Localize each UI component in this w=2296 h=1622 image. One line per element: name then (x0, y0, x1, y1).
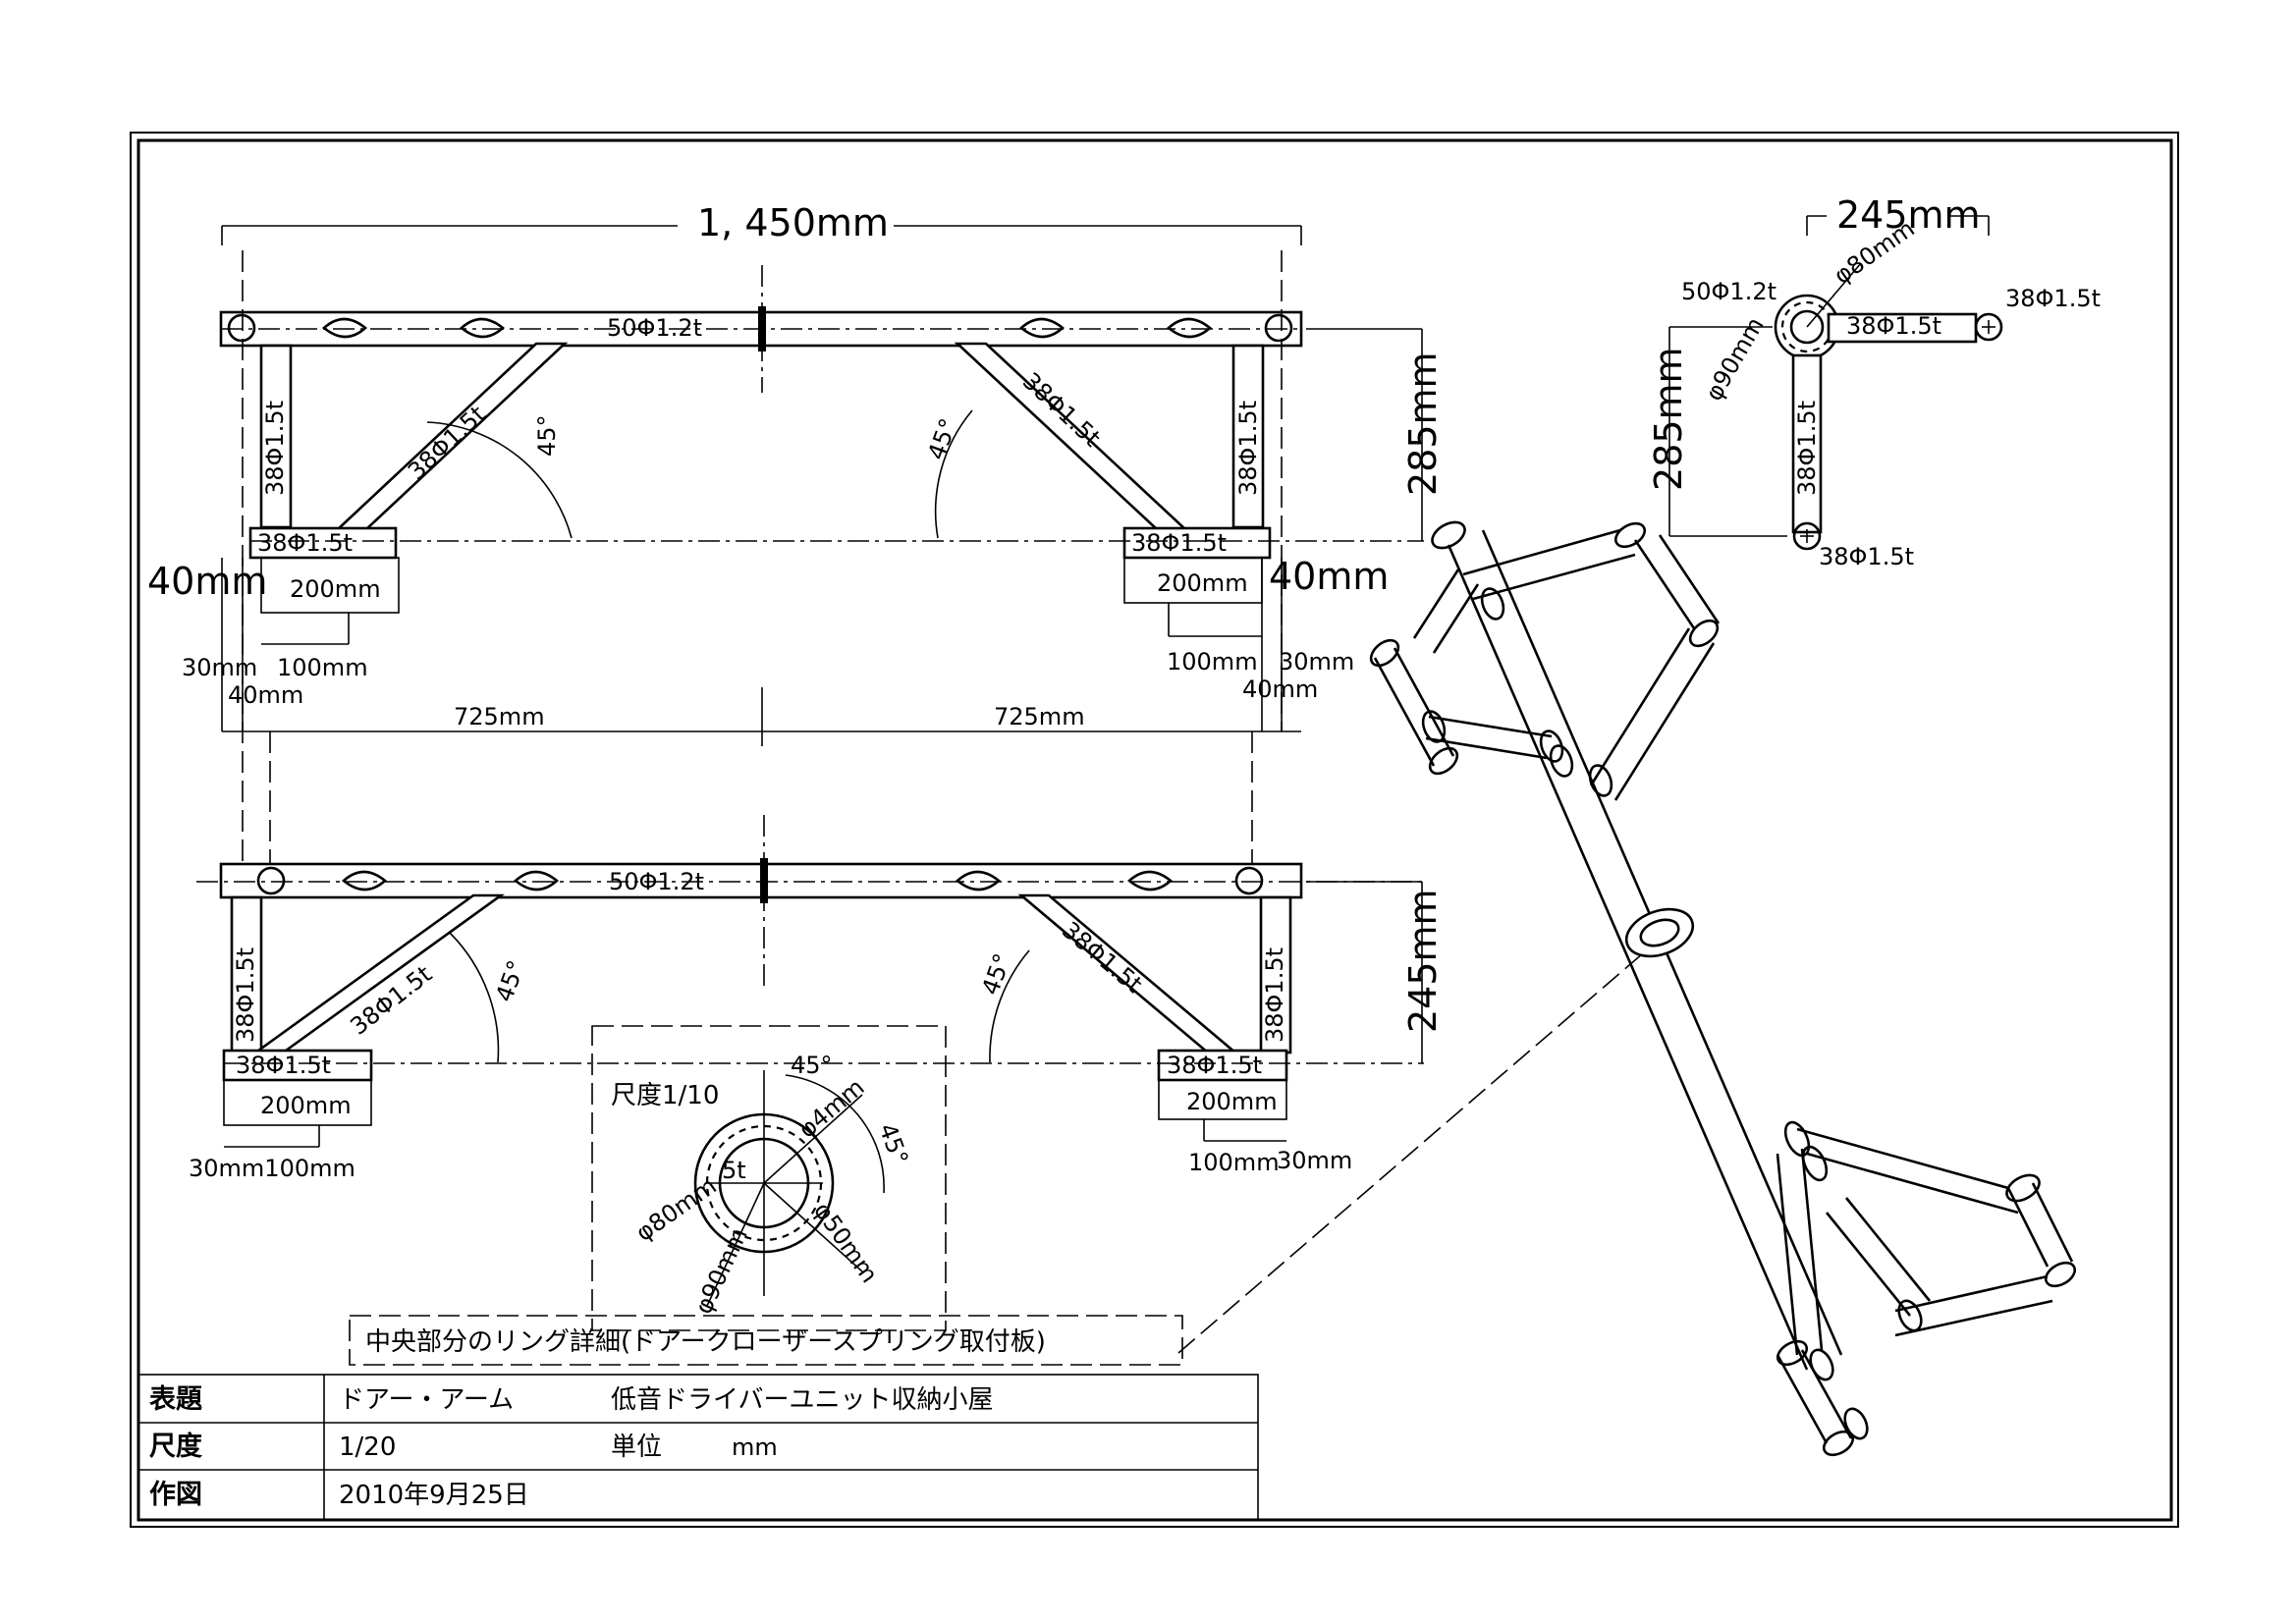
top-main-tube-label: 50Φ1.2t (607, 314, 702, 342)
top-right-30-label: 30mm (1279, 648, 1354, 676)
side-bottom-tube-label: 38Φ1.5t (1819, 543, 1914, 570)
perspective-ring (1624, 907, 1695, 958)
ring-angle-right: 45° (873, 1119, 913, 1168)
lower-right-foot (1157, 1049, 1288, 1082)
title-row-label: 表題 (149, 1384, 203, 1415)
lower-height-label: 245mm (1401, 889, 1445, 1033)
ring-detail: 尺度1/10 45° 45° φ4mm 5t φ80mm φ90mm φ50mm… (349, 1025, 1183, 1366)
perspective-view (1369, 520, 2077, 1457)
top-right-40-label: 40mm (1269, 555, 1389, 598)
top-left-foot-label: 38Φ1.5t (257, 529, 353, 557)
lower-right-post-label: 38Φ1.5t (1261, 947, 1288, 1043)
lower-right-30-label: 30mm (1277, 1147, 1352, 1174)
side-vertical-tube-label: 38Φ1.5t (1793, 401, 1821, 496)
lower-right-foot-label: 38Φ1.5t (1167, 1052, 1262, 1079)
title-block: 表題 ドアー・アーム 低音ドライバーユニット収納小屋 尺度 1/20 単位 mm… (137, 1374, 1259, 1521)
lower-right-brace-label: 38Φ1.5t (1057, 916, 1147, 999)
ring-scale-label: 尺度1/10 (611, 1081, 719, 1110)
ring-thickness-label: 5t (722, 1157, 746, 1184)
lower-left-post (230, 895, 263, 1054)
side-horizontal-tube (1827, 312, 1978, 344)
ring-hole-label: φ4mm (793, 1073, 870, 1143)
top-right-40-small-label: 40mm (1242, 676, 1318, 703)
scale-row-label: 尺度 (149, 1431, 202, 1462)
lower-angle-right: 45° (976, 949, 1016, 999)
title-row-value: ドアー・アーム (339, 1385, 514, 1415)
top-right-100-label: 100mm (1167, 648, 1258, 676)
top-angle-right: 45° (922, 414, 962, 463)
top-width-label: 1, 450mm (697, 201, 889, 244)
lower-left-200-label: 200mm (260, 1092, 352, 1119)
lower-left-post-label: 38Φ1.5t (232, 947, 259, 1043)
side-height-label: 285mm (1647, 347, 1690, 491)
drawn-row-label: 作図 (149, 1480, 202, 1510)
top-angle-left: 45° (533, 414, 561, 457)
scale-row-unit-label: 単位 (611, 1433, 662, 1462)
side-view: 245mm 50Φ1.2t φ80mm φ90mm 38Φ1.5t 38Φ1.5… (1647, 193, 2101, 570)
scale-row-value: 1/20 (339, 1433, 396, 1462)
top-half-left-label: 725mm (454, 703, 545, 730)
top-left-40-small-label: 40mm (228, 681, 303, 709)
top-left-100-label: 100mm (277, 654, 368, 681)
scale-row-unit-value: mm (732, 1433, 778, 1461)
side-main-tube-label: 50Φ1.2t (1681, 278, 1777, 305)
lower-right-200-label: 200mm (1186, 1088, 1278, 1115)
lower-left-brace (243, 893, 506, 1060)
top-left-40-label: 40mm (147, 560, 267, 603)
ring-angle-top: 45° (791, 1052, 833, 1079)
side-horizontal-tube-label: 38Φ1.5t (1846, 312, 1941, 340)
ring-caption: 中央部分のリング詳細(ドアークローザースプリング取付板) (365, 1327, 1046, 1357)
top-right-200-label: 200mm (1157, 569, 1248, 597)
top-right-post (1231, 344, 1265, 529)
top-left-200-label: 200mm (290, 575, 381, 603)
ring-outer-label: φ90mm (689, 1223, 753, 1318)
lower-angle-left: 45° (490, 956, 530, 1005)
top-front-view: 1, 450mm 50Φ1.2t 38Φ1.5t 38Φ1.5t 38Φ1.5t… (147, 201, 1445, 746)
lower-main-tube-label: 50Φ1.2t (609, 868, 704, 895)
top-right-foot-label: 38Φ1.5t (1131, 529, 1227, 557)
lower-left-30-100-label: 30mm100mm (189, 1155, 355, 1182)
top-right-post-label: 38Φ1.5t (1234, 401, 1262, 496)
title-row-value2: 低音ドライバーユニット収納小屋 (611, 1385, 993, 1415)
outer-frame (130, 132, 2179, 1528)
top-left-30-label: 30mm (182, 654, 257, 681)
side-width-label: 245mm (1836, 193, 1981, 237)
top-left-post-label: 38Φ1.5t (261, 401, 289, 496)
side-end-tube-label: 38Φ1.5t (2005, 285, 2101, 312)
top-half-right-label: 725mm (994, 703, 1085, 730)
ring-inner-label: φ80mm (630, 1172, 721, 1247)
inner-frame (137, 138, 2173, 1522)
lower-right-100-label: 100mm (1188, 1149, 1280, 1176)
drawn-row-value: 2010年9月25日 (339, 1481, 529, 1510)
top-left-brace-label: 38Φ1.5t (403, 401, 491, 486)
lower-left-foot-label: 38Φ1.5t (236, 1052, 331, 1079)
top-height-label: 285mm (1401, 351, 1445, 496)
top-right-foot (1122, 526, 1272, 560)
top-center-ring (758, 306, 766, 351)
ring-tube-label: φ50mm (808, 1197, 883, 1287)
side-vertical-tube (1791, 353, 1823, 534)
